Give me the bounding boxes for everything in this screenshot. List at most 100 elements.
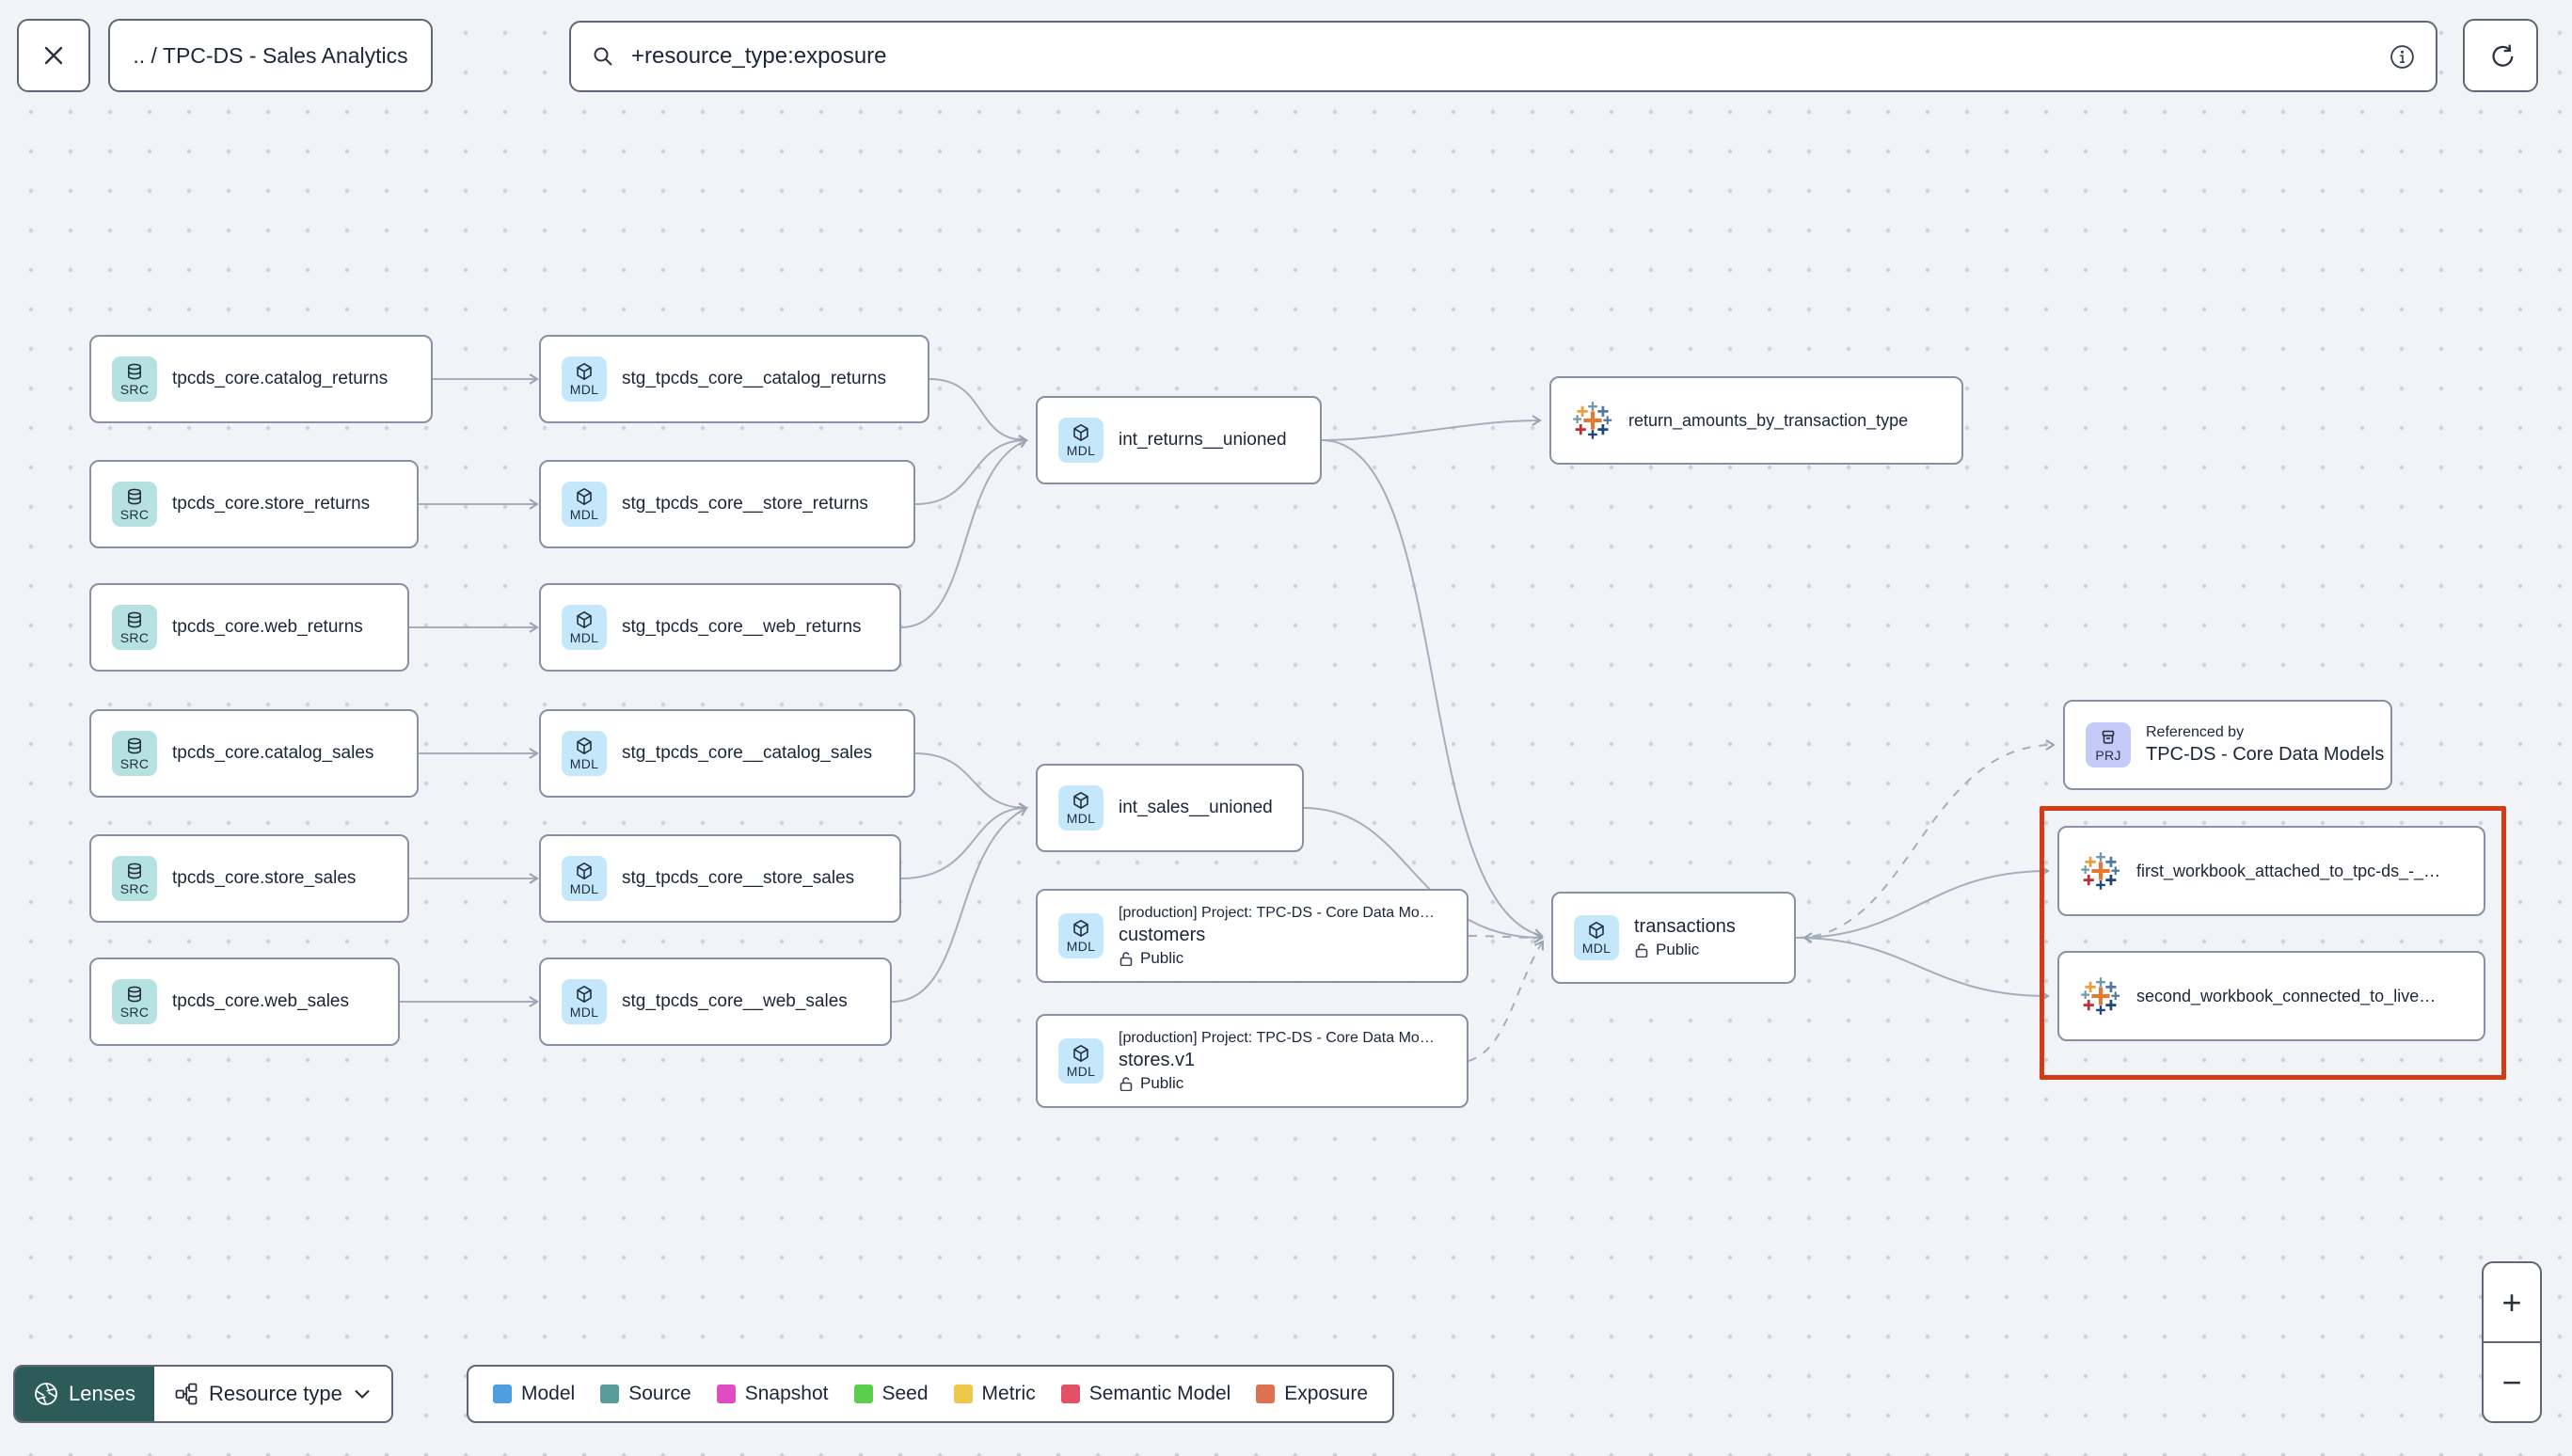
tableau-icon — [2081, 977, 2120, 1015]
node-source-catalog-sales[interactable]: SRC tpcds_core.catalog_sales — [89, 709, 419, 798]
cube-icon — [577, 610, 592, 628]
search-input[interactable] — [629, 42, 2374, 71]
zoom-out-button[interactable]: − — [2484, 1343, 2540, 1421]
minus-icon: − — [2501, 1362, 2522, 1401]
plus-icon: + — [2501, 1282, 2522, 1321]
node-model-stg-store-sales[interactable]: MDL stg_tpcds_core__store_sales — [539, 834, 901, 923]
node-model-int-returns-unioned[interactable]: MDL int_returns__unioned — [1036, 396, 1322, 484]
zoom-controls: + − — [2482, 1261, 2542, 1423]
tableau-icon — [1573, 402, 1612, 439]
model-swatch — [493, 1385, 512, 1403]
legend-item-model: Model — [493, 1383, 575, 1405]
tableau-icon — [2081, 852, 2120, 890]
node-source-store-returns[interactable]: SRC tpcds_core.store_returns — [89, 460, 419, 548]
source-icon: SRC — [112, 979, 157, 1024]
lock-open-icon — [1635, 943, 1648, 957]
resource-type-icon — [175, 1383, 198, 1405]
cube-icon — [1073, 919, 1088, 937]
database-icon — [128, 863, 141, 878]
project-icon: PRJ — [2086, 722, 2131, 768]
node-exposure-return-amounts[interactable]: return_amounts_by_transaction_type — [1549, 376, 1963, 465]
database-icon — [128, 611, 141, 627]
node-source-catalog-returns[interactable]: SRC tpcds_core.catalog_returns — [89, 335, 433, 423]
legend: Model Source Snapshot Seed Metric Semant… — [467, 1365, 1395, 1423]
lock-open-icon — [1119, 951, 1133, 966]
model-icon: MDL — [1058, 418, 1103, 463]
breadcrumb-label: .. / TPC-DS - Sales Analytics — [133, 42, 408, 68]
lenses-button[interactable]: Lenses — [15, 1367, 154, 1421]
info-icon[interactable] — [2389, 44, 2415, 70]
cube-icon — [1589, 921, 1604, 939]
chevron-down-icon — [354, 1389, 370, 1399]
snapshot-swatch — [716, 1385, 736, 1403]
node-model-stg-web-returns[interactable]: MDL stg_tpcds_core__web_returns — [539, 583, 901, 672]
project-label: [production] Project: TPC-DS - Core Data… — [1119, 1029, 1435, 1046]
node-model-stg-catalog-returns[interactable]: MDL stg_tpcds_core__catalog_returns — [539, 335, 929, 423]
resource-type-dropdown[interactable]: Resource type — [153, 1367, 391, 1421]
zoom-in-button[interactable]: + — [2484, 1263, 2540, 1343]
node-model-stg-web-sales[interactable]: MDL stg_tpcds_core__web_sales — [539, 957, 892, 1046]
model-icon: MDL — [562, 482, 607, 527]
node-model-int-sales-unioned[interactable]: MDL int_sales__unioned — [1036, 764, 1304, 852]
lens-controls: Lenses Resource type — [13, 1365, 393, 1423]
cube-icon — [577, 862, 592, 879]
node-model-stores-v1[interactable]: MDL [production] Project: TPC-DS - Core … — [1036, 1014, 1469, 1108]
model-icon: MDL — [1058, 785, 1103, 831]
legend-item-source: Source — [600, 1383, 691, 1405]
legend-item-seed: Seed — [853, 1383, 929, 1405]
cube-icon — [1073, 1044, 1088, 1062]
cube-icon — [1073, 791, 1088, 809]
cube-icon — [577, 736, 592, 754]
source-icon: SRC — [112, 731, 157, 776]
model-icon: MDL — [1574, 915, 1619, 960]
node-model-stg-store-returns[interactable]: MDL stg_tpcds_core__store_returns — [539, 460, 915, 548]
database-icon — [128, 488, 141, 504]
node-model-transactions[interactable]: MDL transactions Public — [1551, 892, 1796, 984]
access-row: Public — [1119, 949, 1435, 968]
model-icon: MDL — [562, 979, 607, 1024]
archive-icon — [2102, 730, 2115, 744]
node-source-web-sales[interactable]: SRC tpcds_core.web_sales — [89, 957, 400, 1046]
lock-open-icon — [1119, 1076, 1133, 1091]
model-icon: MDL — [562, 856, 607, 901]
search-bar[interactable] — [569, 21, 2437, 92]
node-project-referenced-by[interactable]: PRJ Referenced by TPC-DS - Core Data Mod… — [2063, 700, 2392, 790]
legend-item-metric: Metric — [953, 1383, 1036, 1405]
cube-icon — [577, 362, 592, 380]
node-source-web-returns[interactable]: SRC tpcds_core.web_returns — [89, 583, 409, 672]
node-source-store-sales[interactable]: SRC tpcds_core.store_sales — [89, 834, 409, 923]
cube-icon — [577, 487, 592, 505]
close-button[interactable] — [17, 19, 90, 92]
cube-icon — [1073, 423, 1088, 441]
refresh-icon — [2492, 43, 2514, 67]
legend-item-snapshot: Snapshot — [716, 1383, 829, 1405]
aperture-icon — [35, 1383, 57, 1405]
source-swatch — [600, 1385, 620, 1403]
node-exposure-first-workbook[interactable]: first_workbook_attached_to_tpc-ds_-_… — [2057, 826, 2485, 916]
exposure-swatch — [1256, 1385, 1276, 1403]
metric-swatch — [953, 1385, 973, 1403]
cube-icon — [577, 985, 592, 1003]
database-icon — [128, 363, 141, 379]
database-icon — [128, 986, 141, 1002]
project-label: [production] Project: TPC-DS - Core Data… — [1119, 904, 1435, 921]
access-row: Public — [1634, 941, 1736, 959]
search-icon — [594, 47, 612, 66]
source-icon: SRC — [112, 605, 157, 650]
access-row: Public — [1119, 1074, 1435, 1093]
node-model-customers[interactable]: MDL [production] Project: TPC-DS - Core … — [1036, 889, 1469, 983]
node-exposure-second-workbook[interactable]: second_workbook_connected_to_live… — [2057, 951, 2485, 1041]
source-icon: SRC — [112, 856, 157, 901]
refresh-button[interactable] — [2463, 19, 2538, 92]
model-icon: MDL — [562, 605, 607, 650]
breadcrumb[interactable]: .. / TPC-DS - Sales Analytics — [108, 19, 433, 92]
model-icon: MDL — [562, 356, 607, 402]
semantic-model-swatch — [1060, 1385, 1080, 1403]
model-icon: MDL — [1058, 913, 1103, 958]
legend-item-semantic-model: Semantic Model — [1060, 1383, 1230, 1405]
legend-item-exposure: Exposure — [1256, 1383, 1368, 1405]
seed-swatch — [853, 1385, 873, 1403]
node-model-stg-catalog-sales[interactable]: MDL stg_tpcds_core__catalog_sales — [539, 709, 915, 798]
database-icon — [128, 737, 141, 753]
